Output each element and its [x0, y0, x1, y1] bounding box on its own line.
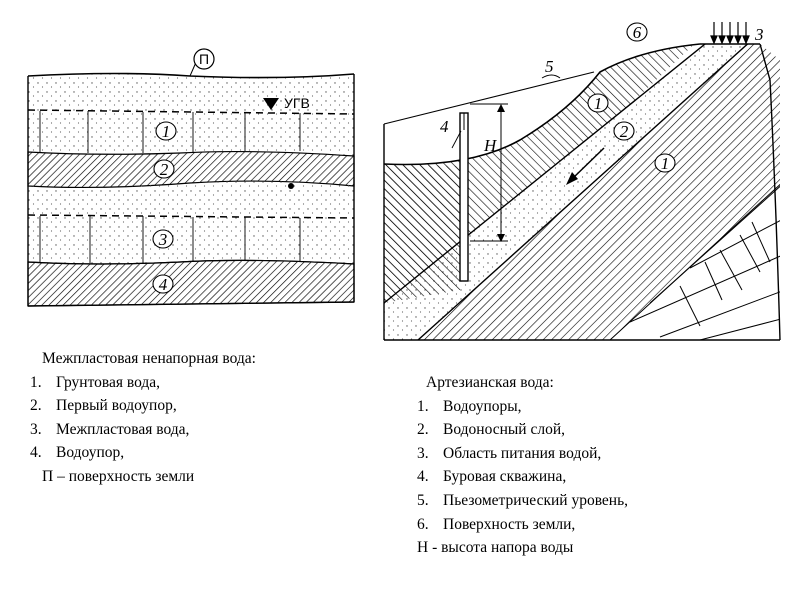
groundwater-layer — [28, 110, 354, 156]
svg-text:3: 3 — [158, 230, 168, 249]
layer-marker-2: 2 — [153, 159, 175, 179]
legend-artesian-water: Артезианская вода: 1.Водоупоры, 2.Водоно… — [417, 371, 628, 560]
legend-item: 1.Грунтовая вода, — [30, 373, 161, 391]
first-aquitard-layer — [27, 150, 355, 189]
water-table-line — [27, 109, 355, 115]
legend-item: 2.Первый водоупор, — [30, 397, 177, 415]
interlayer-water-layer — [28, 215, 354, 264]
layer-boundary — [27, 214, 355, 219]
layer-marker-3: 3 — [152, 229, 174, 249]
legend-item: 6.Поверхность земли, — [417, 515, 576, 533]
legend-item: 5.Пьезометрический уровень, — [417, 491, 629, 509]
svg-text:1: 1 — [162, 122, 171, 141]
interlayer-water-blocks — [39, 216, 301, 263]
surface-marker: П — [199, 51, 209, 67]
layer-boundary — [27, 259, 355, 265]
svg-text:4: 4 — [159, 275, 168, 294]
legend-list: 1.Грунтовая вода, 2.Первый водоупор, 3.М… — [30, 371, 256, 465]
groundwater-layer-blocks — [39, 111, 301, 153]
lower-aquitard-layer — [27, 259, 355, 307]
legend-item: 3.Область питания водой, — [417, 444, 602, 462]
layer-marker-4: 4 — [152, 274, 174, 294]
legend-item: 2.Водоносный слой, — [417, 421, 566, 439]
legend-note: Н - высота напора воды — [417, 539, 574, 557]
legend-unconfined-water: Межпластовая ненапорная вода: 1.Грунтова… — [30, 347, 256, 489]
legend-title: Артезианская вода: — [426, 374, 554, 391]
water-table-triangle-icon — [263, 98, 279, 110]
legend-note: П – поверхность земли — [42, 467, 195, 485]
layer-marker-1: 1 — [155, 121, 177, 141]
middle-dotted-layer — [28, 181, 354, 218]
legend-title: Межпластовая ненапорная вода: — [42, 350, 256, 367]
water-table-label: УГВ — [284, 95, 310, 111]
water-point-marker — [288, 183, 294, 189]
legend-item: 4.Буровая скважина, — [417, 468, 567, 486]
legend-item: 4.Водоупор, — [30, 444, 125, 462]
svg-text:2: 2 — [160, 160, 169, 179]
legend-list: 1.Водоупоры, 2.Водоносный слой, 3.Област… — [417, 395, 628, 537]
legend-item: 3.Межпластовая вода, — [30, 420, 190, 438]
surface-marker-circle — [193, 48, 215, 70]
legend-item: 1.Водоупоры, — [417, 397, 522, 415]
